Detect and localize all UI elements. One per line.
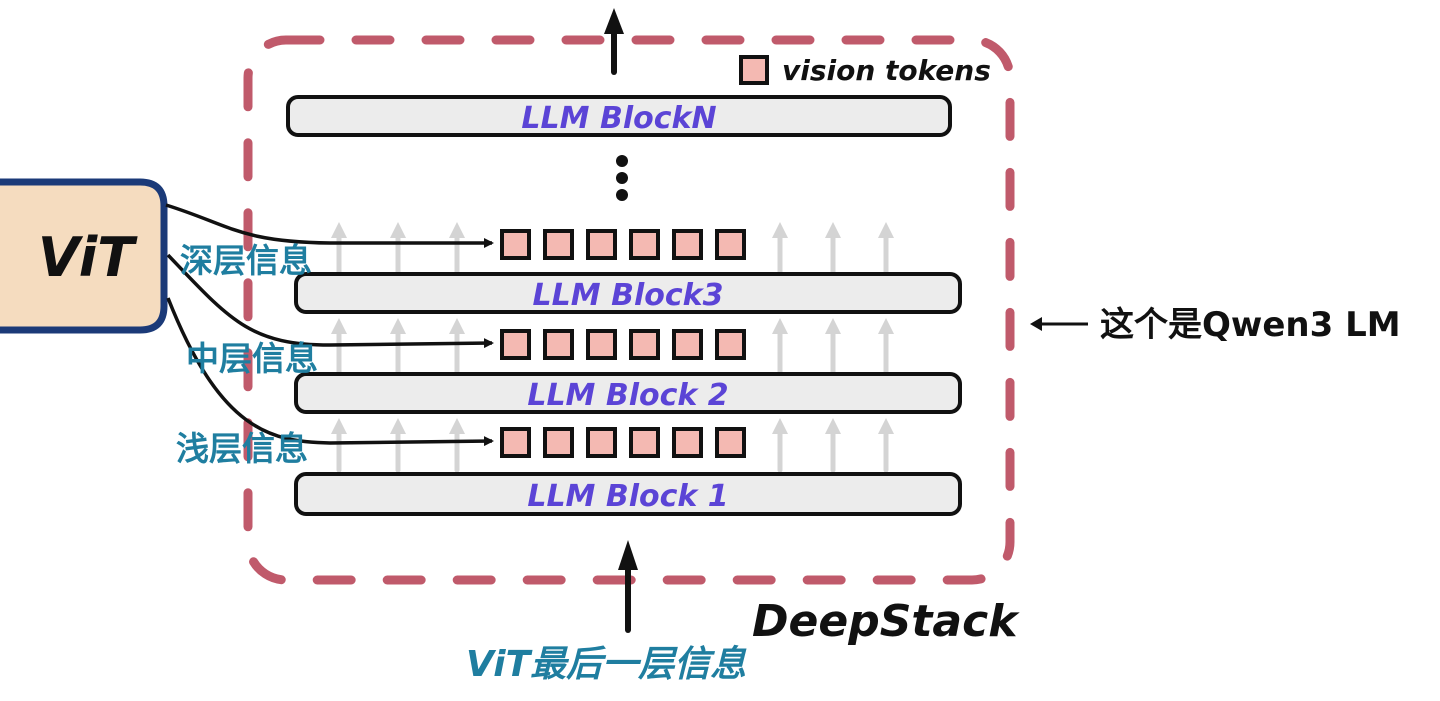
vision-token xyxy=(672,329,703,360)
llm-block-1-label: LLM Block 1 xyxy=(527,479,728,514)
legend-token-swatch xyxy=(739,55,769,85)
vision-token xyxy=(543,329,574,360)
llm-block-n-label: LLM BlockN xyxy=(521,101,716,136)
ghost-arrows xyxy=(331,222,894,473)
llm-block-1: LLM Block 1 xyxy=(294,472,962,516)
vision-token xyxy=(500,427,531,458)
legend-label: vision tokens xyxy=(782,54,991,87)
vision-token xyxy=(715,229,746,260)
ghost-up-arrow xyxy=(825,222,841,275)
llm-block-3-label: LLM Block3 xyxy=(533,278,724,313)
qwen3-label: 这个是Qwen3 LM xyxy=(1100,305,1401,345)
label-deep-info: 深层信息 xyxy=(180,241,312,280)
deepstack-title: DeepStack xyxy=(752,596,1020,647)
llm-block-2-label: LLM Block 2 xyxy=(527,378,728,413)
vision-token xyxy=(672,427,703,458)
ghost-up-arrow xyxy=(449,318,465,375)
vision-token xyxy=(672,229,703,260)
ghost-up-arrow xyxy=(772,418,788,473)
token-row-shallow xyxy=(500,427,746,458)
ellipsis-dots xyxy=(616,155,628,201)
vit-box: ViT xyxy=(0,178,168,334)
vit-label: ViT xyxy=(38,226,138,289)
ghost-up-arrow xyxy=(772,318,788,375)
token-row-middle xyxy=(500,329,746,360)
connector-shallow xyxy=(166,297,494,447)
ghost-up-arrow xyxy=(331,222,347,275)
llm-block-n: LLM BlockN xyxy=(286,95,952,137)
vision-token xyxy=(586,427,617,458)
vision-token xyxy=(586,329,617,360)
ghost-up-arrow xyxy=(390,318,406,375)
ghost-up-arrow xyxy=(878,418,894,473)
ghost-up-arrow xyxy=(825,318,841,375)
ghost-up-arrow xyxy=(825,418,841,473)
ghost-up-arrow xyxy=(390,418,406,473)
vision-token xyxy=(715,427,746,458)
llm-block-2: LLM Block 2 xyxy=(294,372,962,414)
vision-token xyxy=(500,329,531,360)
label-middle-info: 中层信息 xyxy=(186,339,318,378)
output-arrow xyxy=(604,8,624,75)
vision-token xyxy=(629,329,660,360)
connector-middle xyxy=(166,253,494,349)
llm-block-3: LLM Block3 xyxy=(294,272,962,314)
ghost-up-arrow xyxy=(390,222,406,275)
vision-token xyxy=(629,427,660,458)
vision-token-rows xyxy=(500,229,746,458)
ghost-up-arrow xyxy=(878,222,894,275)
vision-token xyxy=(629,229,660,260)
input-arrow xyxy=(618,540,638,633)
vision-token xyxy=(543,427,574,458)
label-shallow-info: 浅层信息 xyxy=(176,429,308,468)
legend: vision tokens xyxy=(739,54,991,87)
vit-last-layer-label: ViT最后一层信息 xyxy=(466,644,747,685)
vision-token xyxy=(715,329,746,360)
ghost-up-arrow xyxy=(878,318,894,375)
ghost-up-arrow xyxy=(449,418,465,473)
vision-token xyxy=(500,229,531,260)
connector-deep xyxy=(165,203,494,248)
ghost-up-arrow xyxy=(449,222,465,275)
ghost-up-arrow xyxy=(331,418,347,473)
vit-connectors xyxy=(165,203,494,447)
vision-token xyxy=(543,229,574,260)
vision-token xyxy=(586,229,617,260)
qwen3-annotation: 这个是Qwen3 LM xyxy=(1030,305,1401,345)
token-row-deep xyxy=(500,229,746,260)
ghost-up-arrow xyxy=(772,222,788,275)
ghost-up-arrow xyxy=(331,318,347,375)
